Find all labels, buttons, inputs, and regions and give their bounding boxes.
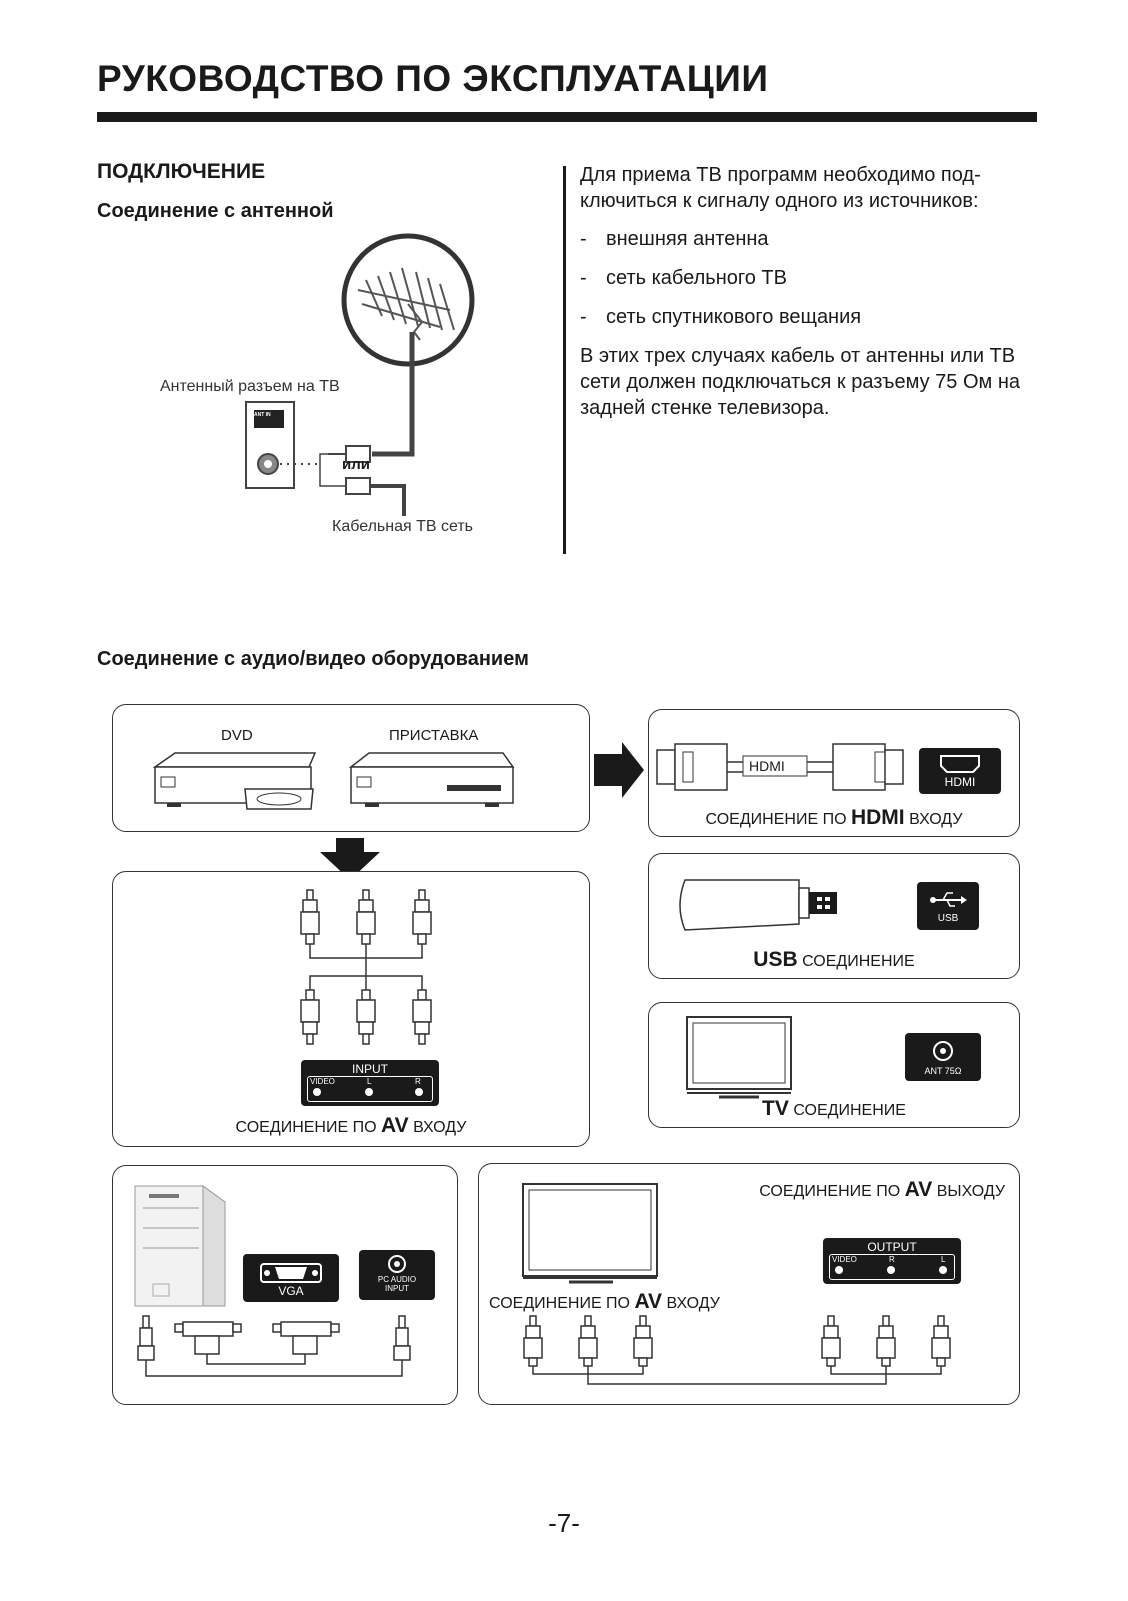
- hdmi-port-icon: [940, 755, 980, 773]
- column-divider: [563, 166, 566, 554]
- av-output-box: СОЕДИНЕНИЕ ПО AV ВЫХОДУ СОЕДИНЕНИЕ ПО AV…: [478, 1163, 1020, 1405]
- page-number: -7-: [548, 1508, 580, 1538]
- ant-port-label: ANT 75Ω: [924, 1066, 962, 1076]
- av-output-panel: OUTPUT VIDEO R L: [823, 1238, 961, 1284]
- av-input-panel: INPUT VIDEO L R: [301, 1060, 439, 1106]
- list-item: -сеть спутникового вещания: [580, 306, 862, 328]
- usb-connection-box: USB USB СОЕДИНЕНИЕ: [648, 853, 1020, 979]
- jack-label-l: L: [367, 1077, 372, 1086]
- antenna-diagram: Антенный разъем на ТВ ANT IN или Кабельн…: [150, 232, 550, 552]
- rca-plug-bottom: [300, 989, 432, 1045]
- usb-flash-drive-icon: [679, 879, 837, 931]
- audio-jack-icon: [388, 1255, 406, 1273]
- list-item: -сеть кабельного ТВ: [580, 267, 787, 289]
- stb-label: ПРИСТАВКА: [389, 727, 479, 744]
- out-jack-label-video: VIDEO: [832, 1255, 857, 1264]
- vga-port-label: VGA: [278, 1284, 304, 1298]
- av-tv-input-caption: СОЕДИНЕНИЕ ПО AV ВХОДУ: [489, 1290, 720, 1313]
- hdmi-port-label: HDMI: [944, 775, 976, 789]
- pc-audio-label-2: INPUT: [385, 1284, 409, 1293]
- jack-label-video: VIDEO: [310, 1077, 335, 1086]
- dvd-label: DVD: [221, 727, 253, 744]
- hdmi-caption: СОЕДИНЕНИЕ ПО HDMI ВХОДУ: [705, 806, 963, 829]
- av-input-title: INPUT: [352, 1062, 388, 1076]
- intro-paragraph: Для приема ТВ программ необходимо под-кл…: [580, 164, 981, 212]
- usb-port-panel: USB: [917, 882, 979, 930]
- tv-icon: [686, 1016, 792, 1099]
- usb-symbol-icon: [930, 892, 967, 907]
- antenna-subheading: Соединение с антенной: [97, 200, 334, 222]
- set-top-box-icon: [348, 752, 515, 807]
- av-input-caption: СОЕДИНЕНИЕ ПО AV ВХОДУ: [235, 1114, 467, 1137]
- cable-tv-label: Кабельная ТВ сеть: [332, 518, 474, 535]
- arrow-down-icon: [320, 838, 380, 880]
- pc-audio-label-1: PC AUDIO: [377, 1275, 417, 1284]
- vga-port-icon: [260, 1263, 322, 1283]
- rca-cable-icon: [300, 889, 432, 1045]
- pc-cables-icon: [137, 1315, 411, 1377]
- ant-in-label: ANT IN: [254, 412, 271, 418]
- coax-port-icon: [933, 1041, 953, 1061]
- note-paragraph: В этих трех случаях кабель от антенны ил…: [580, 345, 1020, 419]
- output-jacks-icon: [835, 1266, 947, 1274]
- av-output-title: OUTPUT: [867, 1240, 917, 1254]
- list-item: -внешняя антенна: [580, 228, 769, 250]
- antenna-instructions: Для приема ТВ программ необходимо под-кл…: [580, 162, 1038, 433]
- hdmi-port-panel: HDMI: [919, 748, 1001, 794]
- arrow-right-icon: [594, 742, 644, 798]
- pc-audio-port-panel: PC AUDIO INPUT: [359, 1250, 435, 1300]
- av-input-box: INPUT VIDEO L R СОЕДИНЕНИЕ ПО AV ВХОДУ: [112, 871, 590, 1147]
- page-title: РУКОВОДСТВО ПО ЭКСПЛУАТАЦИИ: [97, 58, 769, 99]
- usb-port-label: USB: [937, 913, 959, 924]
- out-jack-label-r: R: [889, 1255, 895, 1264]
- or-label: или: [342, 456, 370, 473]
- source-list: -внешняя антенна -сеть кабельного ТВ -се…: [580, 226, 1038, 330]
- section-heading-connection: ПОДКЛЮЧЕНИЕ: [97, 160, 266, 183]
- pc-connection-box: VGA PC AUDIO INPUT: [112, 1165, 458, 1405]
- av-output-cables-icon: [523, 1315, 951, 1385]
- hdmi-connection-box: HDMI HDMI СОЕДИНЕНИЕ ПО HDMI ВХОДУ: [648, 709, 1020, 837]
- out-jack-label-l: L: [941, 1255, 946, 1264]
- usb-caption: USB СОЕДИНЕНИЕ: [753, 948, 915, 971]
- ant-port-panel: ANT 75Ω: [905, 1033, 981, 1081]
- rca-plug-top: [300, 889, 432, 945]
- antenna-drawing: [245, 233, 475, 516]
- tv-monitor-icon: [522, 1183, 658, 1284]
- antenna-socket-label: Антенный разъем на ТВ: [160, 378, 340, 395]
- jack-label-r: R: [415, 1077, 421, 1086]
- av-output-caption: СОЕДИНЕНИЕ ПО AV ВЫХОДУ: [759, 1178, 1005, 1201]
- input-jacks-icon: [313, 1088, 423, 1096]
- source-devices-box: DVD ПРИСТАВКА: [112, 704, 590, 832]
- av-section-heading: Соединение с аудио/видео оборудованием: [97, 648, 529, 670]
- pc-tower-icon: [134, 1185, 226, 1307]
- hdmi-cable-icon: [656, 743, 904, 791]
- dvd-player-icon: [152, 752, 317, 810]
- vga-port-panel: VGA: [243, 1254, 339, 1302]
- tv-caption: TV СОЕДИНЕНИЕ: [762, 1097, 906, 1120]
- tv-connection-box: ANT 75Ω TV СОЕДИНЕНИЕ: [648, 1002, 1020, 1128]
- title-rule: [97, 112, 1037, 122]
- hdmi-cable-label: HDMI: [749, 758, 785, 774]
